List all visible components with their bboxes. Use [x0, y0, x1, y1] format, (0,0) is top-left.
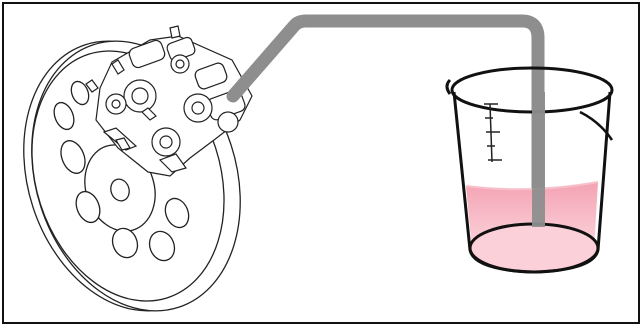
measuring-beaker-icon — [445, 66, 614, 274]
bleeder-hose-icon — [226, 14, 545, 232]
brake-caliper-icon — [85, 25, 253, 177]
graduation-marks — [484, 103, 502, 163]
